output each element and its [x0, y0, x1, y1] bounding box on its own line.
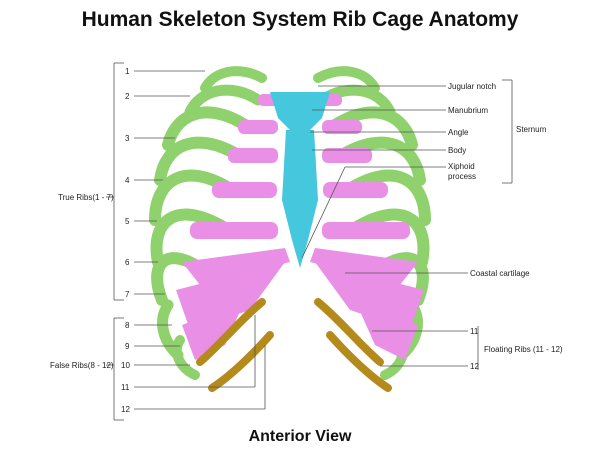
view-caption: Anterior View — [248, 428, 352, 445]
floating-ribs — [196, 298, 392, 392]
floating-rib-number-12: 12 — [470, 362, 479, 371]
angle-label: Angle — [448, 128, 469, 137]
rib-number-6: 6 — [125, 258, 130, 267]
page-title: Human Skeleton System Rib Cage Anatomy — [81, 8, 519, 31]
rib-number-8: 8 — [125, 321, 130, 330]
true-ribs-label: True Ribs(1 - 7) — [58, 193, 114, 202]
rib-number-11: 11 — [121, 383, 130, 392]
floating-rib-number-11: 11 — [470, 327, 479, 336]
rib-number-7: 7 — [125, 290, 130, 299]
sternum — [270, 92, 330, 268]
rib-number-2: 2 — [125, 92, 130, 101]
rib-number-10: 10 — [121, 361, 130, 370]
rib-number-5: 5 — [125, 217, 130, 226]
jugular-notch-label: Jugular notch — [448, 82, 496, 91]
rib-number-1: 1 — [125, 67, 130, 76]
sternum-label: Sternum — [516, 125, 547, 134]
rib-number-3: 3 — [125, 134, 130, 143]
rib-number-12: 12 — [121, 405, 130, 414]
left-leaders — [106, 62, 266, 421]
xiphoid-label-line1: Xiphoid — [448, 162, 475, 171]
coastal-cartilage-label: Coastal cartilage — [470, 269, 530, 278]
costal-cartilage — [176, 94, 424, 360]
xiphoid-label-line2: process — [448, 172, 476, 181]
right-leaders — [301, 79, 513, 370]
floating-ribs-label: Floating Ribs (11 - 12) — [484, 345, 563, 354]
manubrium-label: Manubrium — [448, 106, 488, 115]
false-ribs-label: False Ribs(8 - 12) — [50, 361, 114, 370]
body-label: Body — [448, 146, 466, 155]
rib-number-4: 4 — [125, 176, 130, 185]
rib-number-9: 9 — [125, 342, 130, 351]
